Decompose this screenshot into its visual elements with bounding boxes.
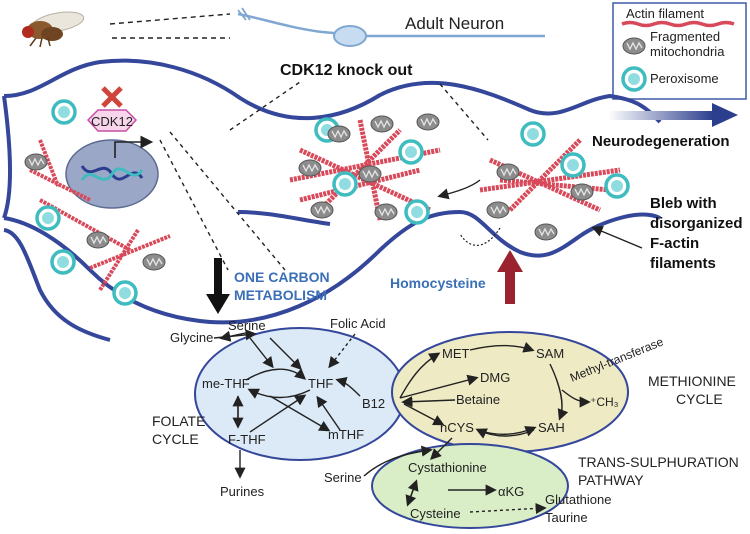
folate-glycine: Glycine (170, 330, 213, 345)
legend-mito-line2: mitochondria (650, 44, 725, 59)
folate-thf: THF (308, 376, 333, 391)
membrane-left (2, 95, 13, 219)
membrane-bottom (3, 209, 661, 325)
neurodegeneration-arrow (608, 103, 738, 127)
knockout-x-icon (101, 86, 123, 108)
trans-taurine: Taurine (545, 510, 588, 525)
bleb-1 (289, 113, 441, 225)
bleb-2 (479, 121, 630, 241)
methionine-betaine: Betaine (456, 392, 500, 407)
methionine-title-line1: METHIONINE (648, 373, 736, 389)
legend-mitochondria-icon (622, 37, 646, 55)
bleb-line1: Bleb with (650, 195, 717, 212)
one-carbon-line2: METABOLISM (234, 287, 327, 303)
folate-title-line1: FOLATE (152, 413, 205, 429)
methionine-met: MET (442, 346, 470, 361)
methionine-dmg: DMG (480, 370, 510, 385)
folate-f-thf: F-THF (228, 432, 266, 447)
transcription-arrow (114, 135, 154, 158)
folate-title-line2: CYCLE (152, 431, 199, 447)
soma: CDK12 (24, 86, 171, 306)
trans-akg: αKG (498, 484, 524, 499)
homocysteine-label: Homocysteine (390, 275, 486, 291)
methionine-arrows (399, 341, 591, 439)
one-carbon-down-arrow (206, 258, 230, 314)
trans-glutathione: Glutathione (545, 492, 612, 507)
methionine-sah: SAH (538, 420, 565, 435)
nucleus-link-line-1 (159, 139, 229, 271)
neuron-icon (237, 7, 545, 47)
folate-folic-acid: Folic Acid (330, 316, 386, 331)
transsulphuration-ellipse (371, 443, 569, 529)
nucleus-link-line-2 (169, 131, 286, 271)
knockout-line-left (229, 81, 301, 131)
adult-neuron-label: Adult Neuron (405, 14, 504, 33)
trans-cysteine: Cysteine (410, 506, 461, 521)
legend-mito-line1: Fragmented (650, 29, 720, 44)
transsulphuration-arrows (363, 437, 547, 515)
bleb-line2: disorganized (650, 215, 743, 232)
legend-perox-label: Peroxisome (650, 71, 719, 86)
cdk12-hexagon (86, 109, 138, 132)
folate-me-thf: me-THF (202, 376, 250, 391)
trans-cystathionine: Cystathionine (408, 460, 487, 475)
folate-purines: Purines (220, 484, 265, 499)
folate-serine: Serine (228, 318, 266, 333)
methionine-title-line2: CYCLE (676, 391, 723, 407)
trans-serine: Serine (324, 470, 362, 485)
bleb-progression-arrow (437, 179, 481, 200)
folate-arrows (213, 329, 361, 479)
trans-title-line1: TRANS-SULPHURATION (578, 454, 739, 470)
bleb-line4: filaments (650, 255, 716, 272)
folate-b12: B12 (362, 396, 385, 411)
cdk12-label: CDK12 (91, 114, 133, 129)
methionine-sam: SAM (536, 346, 564, 361)
homocysteine-up-arrow (497, 250, 523, 304)
fruit-fly-icon (22, 11, 85, 48)
legend-actin-swatch (621, 20, 735, 28)
legend: Actin filament Fragmented mitochondria P… (612, 2, 747, 100)
fly-link-line-top (109, 13, 231, 25)
legend-peroxisome-icon (621, 66, 647, 92)
one-carbon-line1: ONE CARBON (234, 269, 330, 285)
folate-mthf: mTHF (328, 427, 364, 442)
bleb-callout-arrow (591, 226, 643, 249)
membrane-top (3, 58, 662, 124)
cdk12-knockout-title: CDK12 knock out (280, 62, 413, 79)
membrane-soma-bottom (3, 228, 111, 342)
trans-title-line2: PATHWAY (578, 472, 644, 488)
methionine-ch3: ⁺CH₃ (590, 395, 619, 409)
membrane-inner (237, 210, 331, 226)
methionine-hcys: hCYS (440, 420, 474, 435)
legend-actin-label: Actin filament (626, 6, 704, 21)
bleb-line3: F-actin (650, 235, 699, 252)
neurodegeneration-label: Neurodegeneration (592, 133, 730, 150)
